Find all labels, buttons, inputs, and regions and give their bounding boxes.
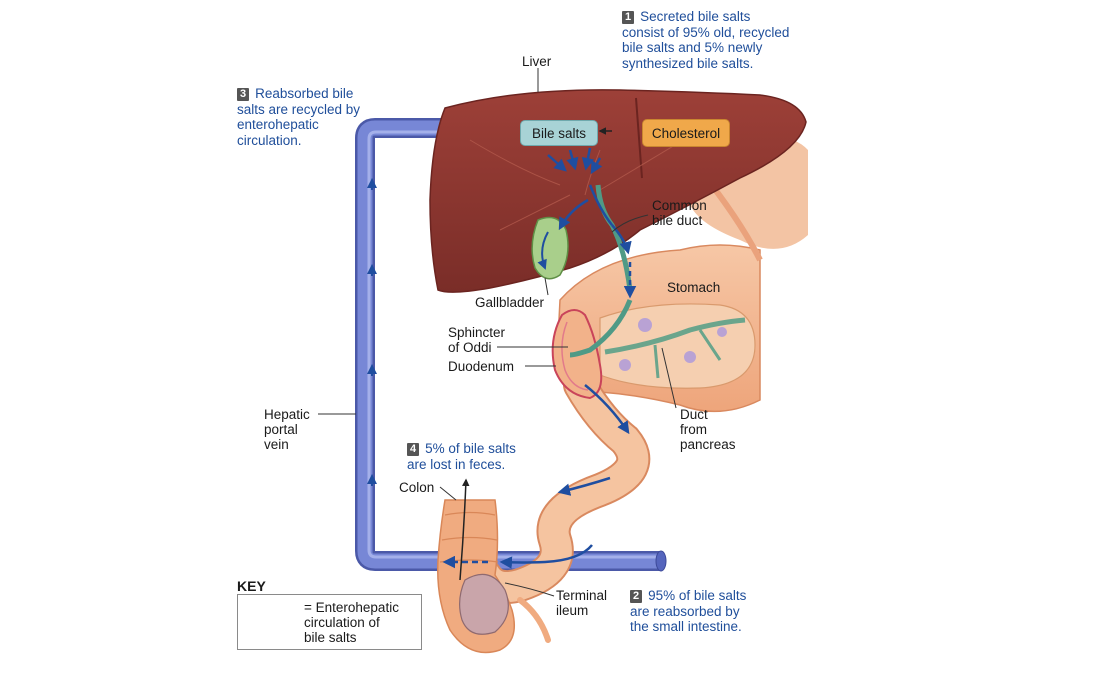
step-3-number: 3 — [237, 88, 250, 101]
duct-from-pancreas-label: Duct from pancreas — [680, 407, 736, 452]
pancreas — [599, 303, 756, 389]
key-box — [237, 594, 422, 650]
hepatic-portal-vein — [355, 118, 667, 572]
step-4-number: 4 — [407, 443, 420, 456]
step-1-number: 1 — [622, 11, 635, 24]
cholesterol-box: Cholesterol — [642, 119, 730, 147]
duodenum-label: Duodenum — [448, 359, 515, 374]
colon — [437, 499, 551, 654]
terminal-ileum-label: Terminal ileum — [556, 588, 608, 618]
stomach-label: Stomach — [667, 280, 721, 295]
key-entry: = Enterohepatic circulation of bile salt… — [304, 600, 399, 645]
colon-label: Colon — [399, 480, 435, 495]
hepatic-portal-vein-label: Hepatic portal vein — [264, 407, 310, 452]
bile-flow-arrows — [442, 127, 637, 581]
step-2-text: 95% of bile salts are reabsorbed by the … — [630, 588, 747, 634]
bile-salts-label: Bile salts — [531, 125, 587, 141]
leader-lines — [318, 68, 677, 597]
key-title: KEY — [237, 578, 266, 594]
cholesterol-label: Cholesterol — [651, 125, 721, 141]
step-1-text: Secreted bile salts consist of 95% old, … — [622, 9, 790, 71]
step-4-text: 5% of bile salts are lost in feces. — [407, 441, 516, 472]
bile-salts-box: Bile salts — [520, 120, 598, 146]
liver-label: Liver — [522, 54, 552, 69]
gallbladder — [531, 216, 569, 280]
step-2-number: 2 — [630, 590, 643, 603]
sphincter-label: Sphincter of Oddi — [448, 325, 506, 355]
step-3-text: Reabsorbed bile salts are recycled by en… — [237, 86, 361, 148]
common-bile-duct-label: Common bile duct — [652, 198, 707, 228]
gallbladder-label: Gallbladder — [475, 295, 545, 310]
small-intestine — [468, 368, 651, 604]
